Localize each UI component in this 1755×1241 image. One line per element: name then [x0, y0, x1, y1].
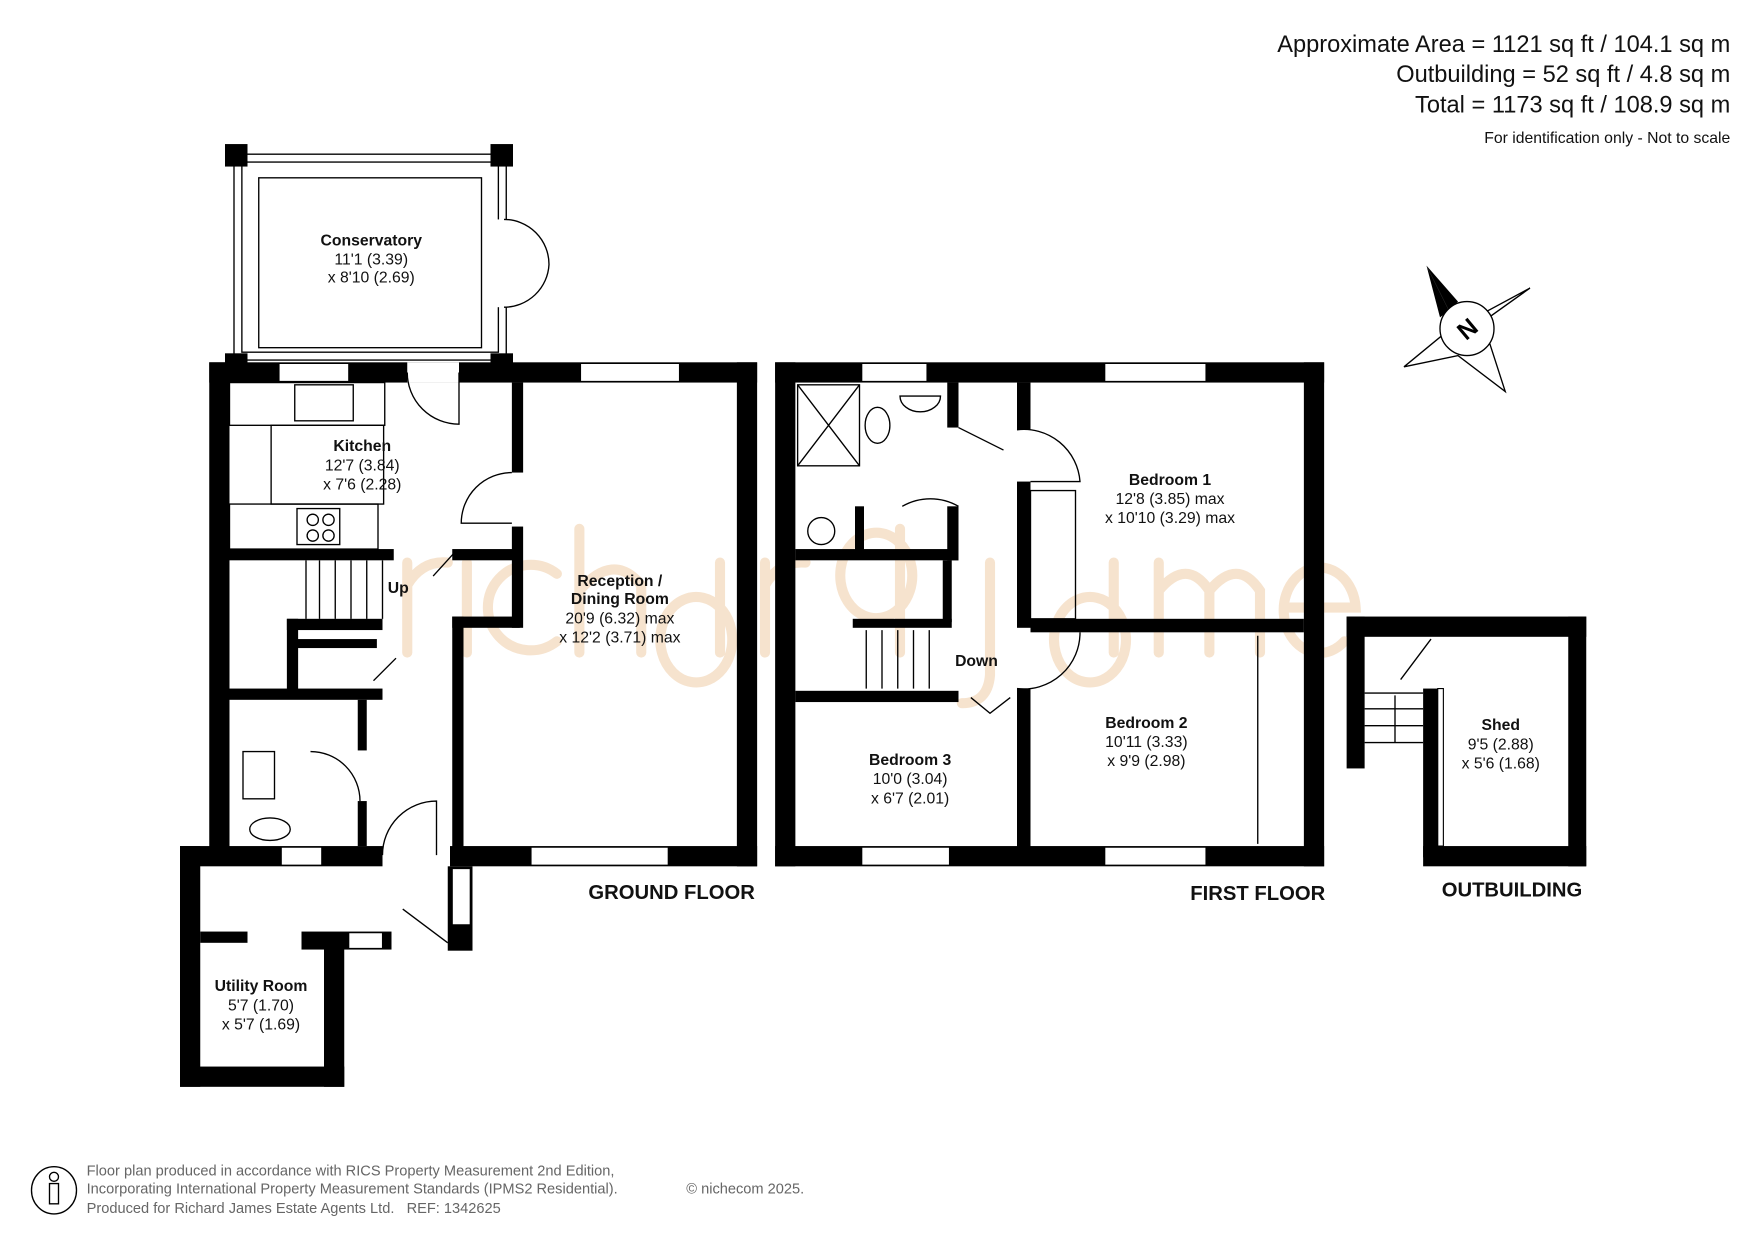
svg-text:Utility Room: Utility Room — [215, 978, 308, 995]
svg-text:x 9'9 (2.98): x 9'9 (2.98) — [1107, 753, 1185, 770]
svg-text:9'5 (2.88): 9'5 (2.88) — [1468, 736, 1534, 753]
svg-text:x 5'6 (1.68): x 5'6 (1.68) — [1462, 755, 1540, 772]
first-floor-label: FIRST FLOOR — [1190, 883, 1325, 905]
svg-text:Conservatory: Conservatory — [320, 232, 422, 249]
svg-text:10'11 (3.33): 10'11 (3.33) — [1105, 734, 1187, 751]
stairs-down-label: Down — [955, 653, 998, 670]
footer-line-2: Incorporating International Property Mea… — [87, 1182, 618, 1198]
outbuilding-area: Outbuilding = 52 sq ft / 4.8 sq m — [1396, 62, 1730, 88]
ground-floor-label: GROUND FLOOR — [588, 882, 755, 904]
room-shed: Shed 9'5 (2.88) x 5'6 (1.68) — [1462, 717, 1540, 772]
svg-text:x 7'6 (2.28): x 7'6 (2.28) — [323, 476, 401, 493]
footer-line-1: Floor plan produced in accordance with R… — [87, 1164, 615, 1180]
svg-text:x 5'7 (1.69): x 5'7 (1.69) — [222, 1016, 300, 1033]
svg-text:Bedroom 2: Bedroom 2 — [1105, 715, 1188, 732]
svg-text:Bedroom 3: Bedroom 3 — [869, 752, 952, 769]
svg-text:12'7 (3.84): 12'7 (3.84) — [325, 457, 400, 474]
room-reception: Reception / Dining Room 20'9 (6.32) max … — [559, 573, 680, 646]
svg-text:x 6'7 (2.01): x 6'7 (2.01) — [871, 790, 949, 807]
svg-text:11'1 (3.39): 11'1 (3.39) — [334, 251, 408, 268]
person-icon — [30, 1166, 78, 1215]
compass-icon: N — [1403, 265, 1531, 394]
conservatory — [225, 144, 550, 367]
ground-floor-walls — [180, 362, 758, 1087]
scale-note: For identification only - Not to scale — [1484, 130, 1730, 147]
room-bedroom-1: Bedroom 1 12'8 (3.85) max x 10'10 (3.29)… — [1105, 472, 1235, 527]
outbuilding-walls — [1346, 616, 1587, 867]
footer-copyright: © nichecom 2025. — [686, 1182, 804, 1198]
room-bedroom-3: Bedroom 3 10'0 (3.04) x 6'7 (2.01) — [869, 752, 952, 807]
total-area: Total = 1173 sq ft / 108.9 sq m — [1415, 93, 1730, 119]
room-kitchen: Kitchen 12'7 (3.84) x 7'6 (2.28) — [323, 438, 401, 493]
room-conservatory: Conservatory 11'1 (3.39) x 8'10 (2.69) — [320, 232, 422, 286]
svg-text:Bedroom 1: Bedroom 1 — [1129, 472, 1212, 489]
room-utility: Utility Room 5'7 (1.70) x 5'7 (1.69) — [215, 978, 308, 1033]
first-floor-walls — [775, 362, 1325, 867]
outbuilding-label: OUTBUILDING — [1442, 880, 1583, 902]
svg-text:Reception /: Reception / — [577, 573, 663, 590]
svg-text:12'8 (3.85) max: 12'8 (3.85) max — [1116, 491, 1225, 508]
svg-text:10'0 (3.04): 10'0 (3.04) — [873, 771, 948, 788]
footer-line-3: Produced for Richard James Estate Agents… — [87, 1201, 501, 1217]
stairs-up-label: Up — [388, 580, 409, 597]
svg-text:x 10'10 (3.29) max: x 10'10 (3.29) max — [1105, 510, 1235, 527]
svg-text:Kitchen: Kitchen — [333, 438, 391, 455]
svg-text:Dining Room: Dining Room — [571, 591, 669, 608]
svg-text:5'7 (1.70): 5'7 (1.70) — [228, 997, 294, 1014]
svg-text:Shed: Shed — [1481, 717, 1520, 734]
room-bedroom-2: Bedroom 2 10'11 (3.33) x 9'9 (2.98) — [1105, 715, 1188, 770]
svg-text:20'9 (6.32) max: 20'9 (6.32) max — [565, 610, 674, 627]
svg-text:x 8'10 (2.69): x 8'10 (2.69) — [328, 269, 415, 286]
svg-text:x 12'2 (3.71) max: x 12'2 (3.71) max — [559, 629, 680, 646]
approximate-area: Approximate Area = 1121 sq ft / 104.1 sq… — [1277, 32, 1730, 58]
